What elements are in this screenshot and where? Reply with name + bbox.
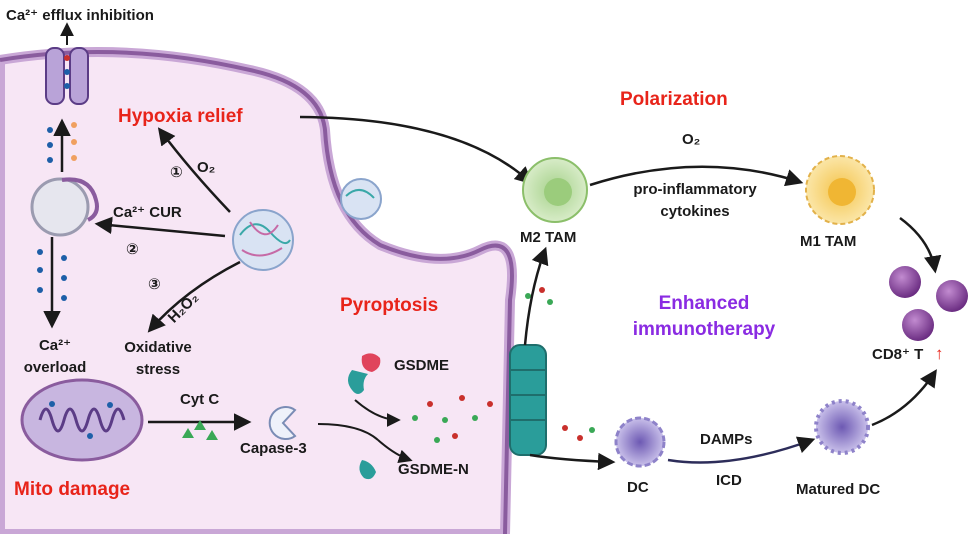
- pyroptosis-label: Pyroptosis: [340, 295, 439, 316]
- oxidative-stress-label-line2: stress: [135, 361, 181, 378]
- m1-tam-label: M1 TAM: [800, 233, 857, 250]
- gsdme-pore: [509, 344, 547, 456]
- cd8-t-label: CD8⁺ T: [872, 346, 924, 363]
- capase-3-molecule: [268, 406, 297, 440]
- ca-overload-label-line2: overload: [23, 359, 87, 376]
- o2-left-label: O₂: [197, 159, 216, 176]
- oxidative-stress-label-line1: Oxidative: [124, 339, 192, 356]
- m2-tam-cell: [522, 157, 588, 223]
- released-dots: [412, 287, 595, 443]
- m2-tam-label: M2 TAM: [520, 229, 577, 246]
- gsdme-n-label: GSDME-N: [398, 461, 469, 478]
- gsdme-label: GSDME: [394, 357, 450, 374]
- ca-cur-label: Ca²⁺ CUR: [113, 204, 182, 221]
- step-2-label: ②: [126, 241, 139, 258]
- enhanced-label-line1: Enhanced: [658, 293, 750, 314]
- ca-efflux-label: Ca²⁺ efflux inhibition: [6, 7, 154, 24]
- enhanced-label-line2: immunotherapy: [632, 319, 776, 340]
- step-1-label: ①: [170, 164, 183, 181]
- cd8-t-cells: [889, 266, 968, 341]
- step-3-label: ③: [148, 276, 161, 293]
- pro-inflammatory-label-line1: pro-inflammatory: [633, 181, 757, 198]
- cell-arrows: [94, 115, 533, 464]
- o2-right-label: O₂: [682, 131, 701, 148]
- pro-inflammatory-label-line2: cytokines: [660, 203, 730, 220]
- nanoparticle-entering: [340, 178, 382, 220]
- mito-damage-label: Mito damage: [14, 479, 131, 500]
- hypoxia-relief-label: Hypoxia relief: [118, 106, 243, 127]
- dc-cell: [614, 416, 666, 468]
- damps-label: DAMPs: [700, 431, 753, 448]
- icd-label: ICD: [716, 472, 742, 489]
- matured-dc-cell: [814, 399, 870, 455]
- cd8-increase-arrow-icon: ↑: [935, 344, 944, 363]
- matured-dc-label: Matured DC: [796, 481, 881, 498]
- outside-arrows: [523, 165, 942, 471]
- mitochondrion: [20, 378, 218, 462]
- polarization-label: Polarization: [620, 89, 728, 110]
- ca-channel: [45, 22, 89, 105]
- er-organelle: [30, 118, 99, 329]
- capase-3-label: Capase-3: [240, 440, 307, 457]
- nanoparticle: [232, 178, 382, 271]
- gsdme-molecules: [348, 353, 381, 480]
- dc-label: DC: [627, 479, 649, 496]
- ca-overload-label-line1: Ca²⁺: [38, 337, 72, 354]
- m1-tam-cell: [805, 155, 875, 225]
- cyt-c-label: Cyt C: [180, 391, 220, 408]
